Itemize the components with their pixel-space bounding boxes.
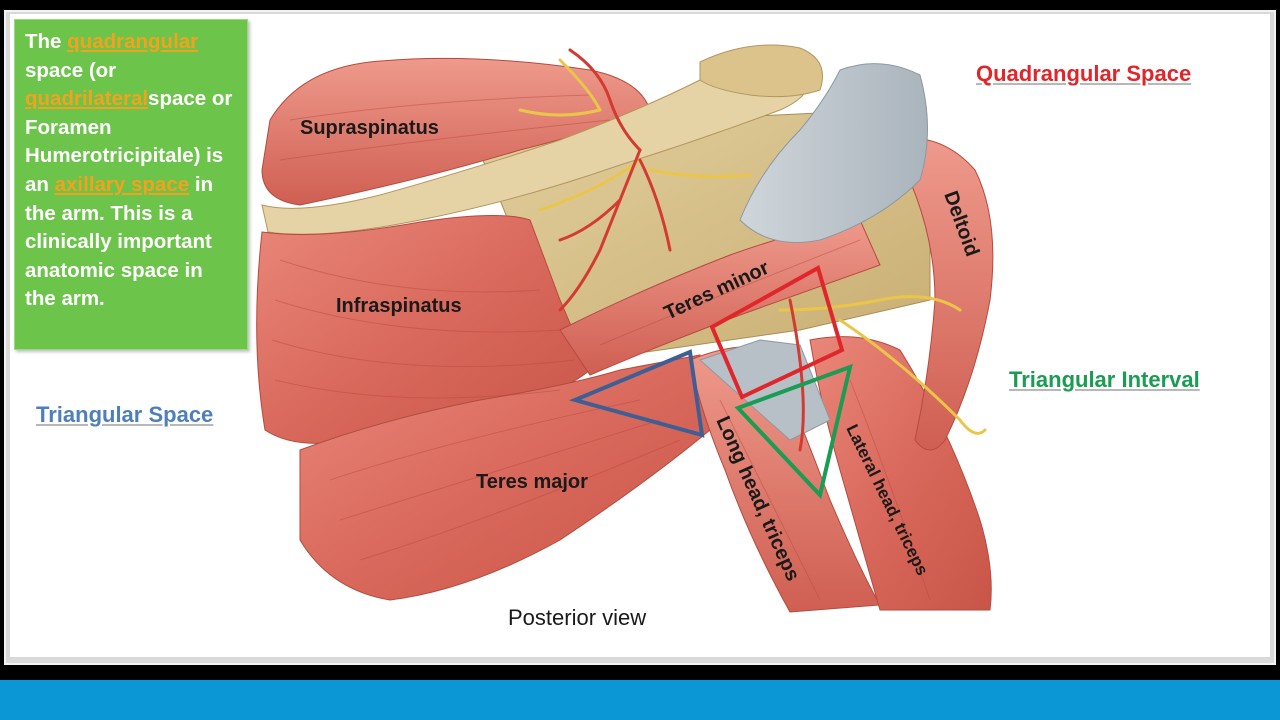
- callout-text-4: in the arm. This is a clinically importa…: [25, 172, 214, 311]
- muscle-fibers: [271, 94, 931, 601]
- label-infraspinatus: Infraspinatus: [336, 295, 462, 317]
- definition-callout: The quadrangular space (or quadrilateral…: [14, 19, 248, 350]
- triangular-space-outline: [568, 349, 705, 438]
- quadrangular-space-label: Quadrangular Space: [976, 61, 1192, 86]
- triangular-interval-label: Triangular Interval: [1009, 367, 1200, 392]
- quadrangular-space-outline: [709, 265, 845, 400]
- callout-text-2: space (or: [25, 58, 117, 82]
- callout-text-1: The: [25, 30, 68, 53]
- bottom-bar: [0, 680, 1280, 720]
- acromion: [699, 44, 823, 98]
- nerves: [518, 58, 987, 435]
- shoulder-anatomy-illustration: Supraspinatus Infraspinatus Teres major …: [256, 44, 994, 613]
- lateral-head-triceps-muscle: [809, 336, 992, 611]
- arteries: [558, 48, 805, 452]
- label-teres-major: Teres major: [476, 471, 588, 493]
- deltoid-muscle: [889, 137, 994, 451]
- tendon-band: [699, 339, 831, 441]
- link-quadrilateral[interactable]: quadrilateral: [25, 87, 149, 111]
- teres-major-muscle: [299, 354, 711, 601]
- callout-text-3: space or Foramen Humerotricipitale) is a…: [25, 87, 233, 196]
- joint-capsule-tendon: [739, 63, 928, 243]
- triangular-space-label: Triangular Space: [36, 402, 214, 427]
- link-quadrangular[interactable]: quadrangular: [67, 30, 199, 53]
- posterior-view-caption: Posterior view: [508, 605, 647, 630]
- teres-minor-muscle: [559, 219, 881, 376]
- link-axillary-space[interactable]: axillary space: [54, 172, 190, 196]
- label-supraspinatus: Supraspinatus: [300, 117, 439, 139]
- triangular-interval-outline: [734, 363, 853, 500]
